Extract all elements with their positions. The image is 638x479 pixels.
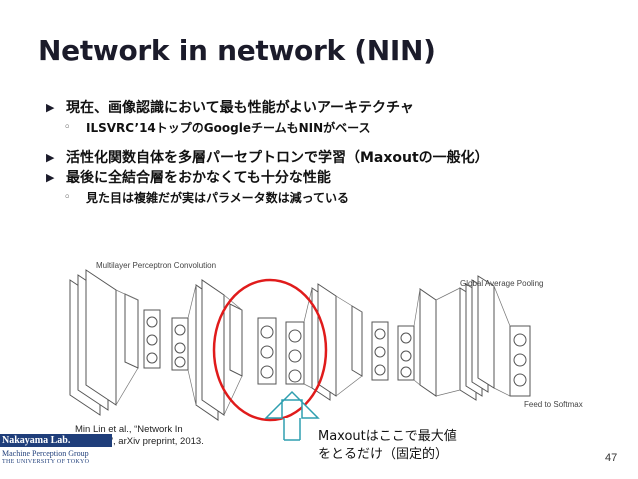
global-average-pooling-maps <box>459 275 531 401</box>
mlpconv-block-3 <box>351 288 437 397</box>
bullet-text: 活性化関数自体を多層パーセプトロンで学習（Maxoutの一般化） <box>66 150 489 166</box>
bullet-text: 現在、画像認識において最も性能がよいアーキテクチャ <box>66 100 414 116</box>
bullet-text: ILSVRC’14トップのGoogleチームもNINがベース <box>86 121 371 135</box>
bullet-list: ▶ 現在、画像認識において最も性能がよいアーキテクチャ ◦ ILSVRC’14ト… <box>46 98 626 208</box>
softmax-label: Feed to Softmax <box>524 400 583 409</box>
bullet-level1: ▶ 活性化関数自体を多層パーセプトロンで学習（Maxoutの一般化） <box>46 148 626 168</box>
bullet-arrow-icon: ▶ <box>46 171 55 184</box>
bullet-text: 見た目は複雑だが実はパラメータ数は減っている <box>86 191 350 205</box>
connection-lines <box>115 284 511 416</box>
mlpconv-block-2 <box>229 283 337 401</box>
citation-line-1: Min Lin et al., “Network In <box>75 424 183 435</box>
slide-title: Network in network (NIN) <box>38 34 436 67</box>
bullet-level1: ▶ 現在、画像認識において最も性能がよいアーキテクチャ <box>46 98 626 118</box>
bullet-level1: ▶ 最後に全結合層をおかなくても十分な性能 <box>46 168 626 188</box>
citation-line-2: Network”, arXiv preprint, 2013. <box>75 436 204 447</box>
bullet-arrow-icon: ▶ <box>46 101 55 114</box>
bullet-circle-icon: ◦ <box>64 122 71 133</box>
page-number: 47 <box>605 452 618 464</box>
annotation-line-1: Maxoutはここで最大値 <box>318 429 457 444</box>
highlight-ellipse <box>212 278 328 422</box>
gap-label: Global Average Pooling <box>460 279 544 288</box>
bullet-arrow-icon: ▶ <box>46 151 55 164</box>
mlpconv-block-1 <box>124 279 225 421</box>
bullet-circle-icon: ◦ <box>64 192 71 203</box>
bullet-level2: ◦ ILSVRC’14トップのGoogleチームもNINがベース <box>46 118 626 138</box>
logo-line-3: THE UNIVERSITY OF TOKYO <box>2 459 90 465</box>
input-feature-maps <box>69 269 117 416</box>
annotation-line-2: をとるだけ（固定的） <box>318 447 449 462</box>
maxout-annotation: Maxoutはここで最大値 をとるだけ（固定的） <box>318 428 457 464</box>
callout-arrow-icon <box>264 390 320 441</box>
bullet-text: 最後に全結合層をおかなくても十分な性能 <box>66 170 331 186</box>
bullet-level2: ◦ 見た目は複雑だが実はパラメータ数は減っている <box>46 188 626 208</box>
mlpconv-label: Multilayer Perceptron Convolution <box>96 261 217 270</box>
logo-line-2: Machine Perception Group <box>2 449 89 458</box>
lab-logo: Nakayama Lab. Machine Perception Group T… <box>0 434 112 479</box>
citation: Min Lin et al., “Network In Network”, ar… <box>75 424 204 448</box>
logo-line-1: Nakayama Lab. <box>0 434 112 447</box>
